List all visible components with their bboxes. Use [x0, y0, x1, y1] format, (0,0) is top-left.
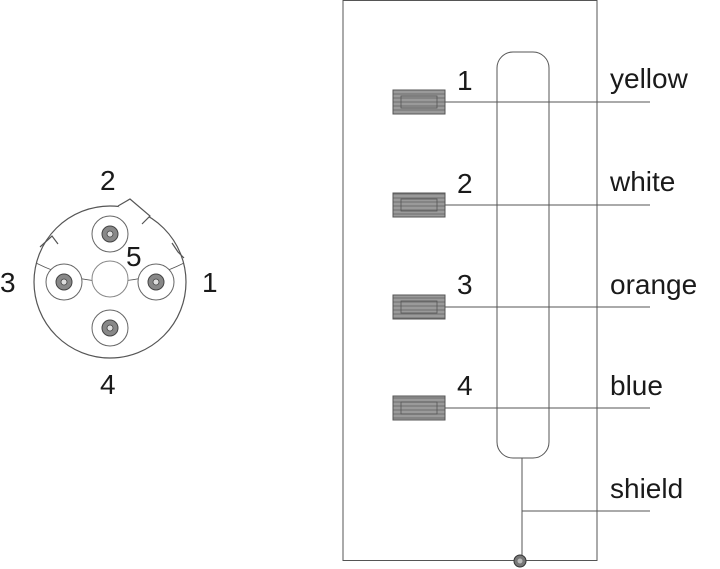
contact-1 [137, 263, 175, 301]
contact-5 [91, 260, 129, 298]
wire-color-label-2: white [609, 166, 675, 197]
connector-face: 1 2 3 4 5 [0, 165, 218, 400]
wire-pin-label-2: 2 [457, 168, 473, 199]
shield-wire: shield [513, 458, 683, 568]
wire-pin-label-1: 1 [457, 65, 473, 96]
wire-color-label-4: blue [610, 370, 663, 401]
wire-color-label-3: orange [610, 269, 697, 300]
contact-3 [45, 263, 83, 301]
wire-color-label-1: yellow [610, 63, 689, 94]
contact-4 [91, 309, 129, 347]
contact-block-2 [392, 192, 446, 218]
schematic-frame [342, 0, 598, 561]
contact-block-1 [392, 89, 446, 115]
key-notch-right [171, 242, 185, 259]
wire-row-1: 1 yellow [392, 63, 689, 115]
contact-block-3 [392, 294, 446, 320]
wire-row-3: 3 orange [392, 269, 697, 320]
pin-label-1: 1 [202, 267, 218, 298]
pin-label-5: 5 [126, 241, 142, 272]
wire-pin-label-4: 4 [457, 370, 473, 401]
pin-label-4: 4 [100, 369, 116, 400]
wiring-schematic: 1 yellow 2 white 3 orange 4 blue [342, 0, 697, 568]
key-notch-left [39, 235, 59, 248]
wire-row-2: 2 white [392, 166, 675, 218]
contact-block-4 [392, 395, 446, 421]
wire-row-4: 4 blue [392, 370, 663, 421]
cable-sheath [496, 51, 550, 459]
contact-2 [91, 215, 129, 253]
pin-label-2: 2 [100, 165, 116, 196]
shield-label: shield [610, 473, 683, 504]
wire-pin-label-3: 3 [457, 269, 473, 300]
key-notch-top [117, 198, 151, 225]
pin-label-3: 3 [0, 267, 16, 298]
